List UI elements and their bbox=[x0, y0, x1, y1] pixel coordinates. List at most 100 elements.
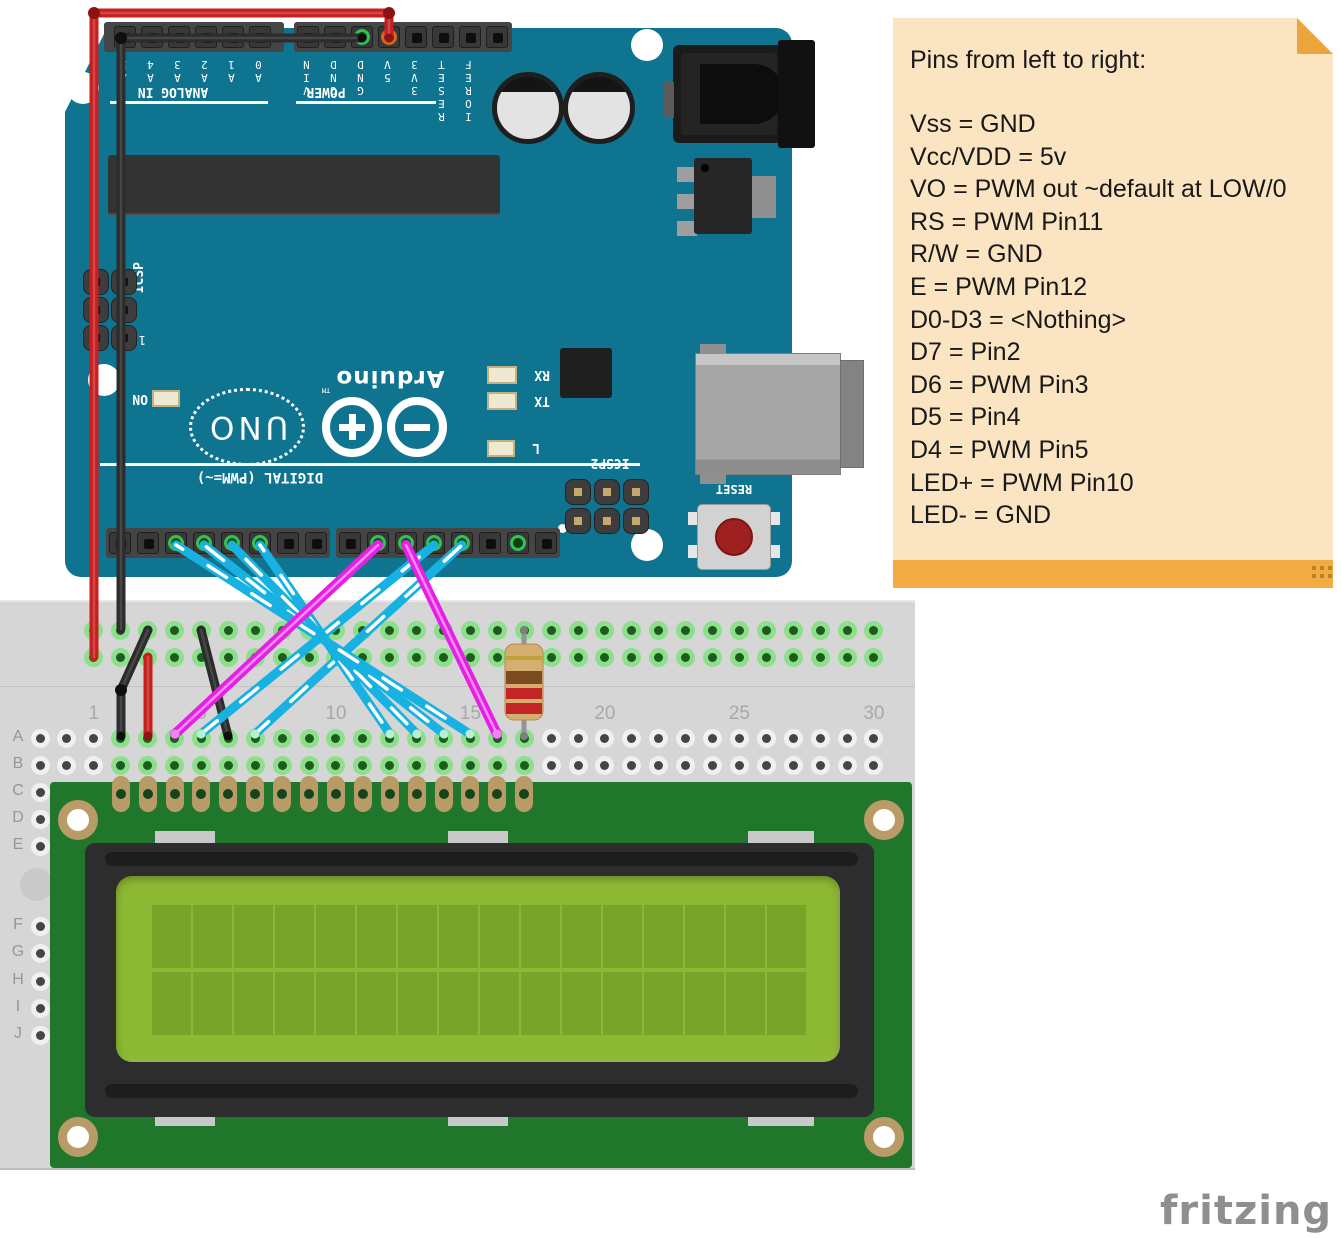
breadboard-hole[interactable] bbox=[111, 755, 131, 775]
header-pin[interactable] bbox=[405, 26, 427, 48]
breadboard-hole[interactable] bbox=[84, 647, 104, 667]
icsp-pin[interactable] bbox=[594, 508, 620, 534]
breadboard-hole[interactable] bbox=[191, 755, 211, 775]
breadboard-hole[interactable] bbox=[30, 943, 50, 963]
breadboard-hole[interactable] bbox=[756, 620, 776, 640]
breadboard-hole[interactable] bbox=[487, 620, 507, 640]
breadboard-hole[interactable] bbox=[30, 836, 50, 856]
lcd-pin-pad[interactable] bbox=[192, 776, 211, 812]
breadboard-hole[interactable] bbox=[380, 728, 400, 748]
breadboard-hole[interactable] bbox=[864, 728, 884, 748]
breadboard-hole[interactable] bbox=[514, 728, 534, 748]
breadboard-hole[interactable] bbox=[622, 755, 642, 775]
breadboard-hole[interactable] bbox=[272, 647, 292, 667]
header-pin[interactable] bbox=[535, 532, 557, 554]
breadboard-hole[interactable] bbox=[299, 647, 319, 667]
icsp-pin[interactable] bbox=[623, 508, 649, 534]
breadboard-hole[interactable] bbox=[810, 620, 830, 640]
breadboard-hole[interactable] bbox=[30, 916, 50, 936]
breadboard-hole[interactable] bbox=[138, 647, 158, 667]
breadboard-hole[interactable] bbox=[729, 755, 749, 775]
breadboard-hole[interactable] bbox=[326, 728, 346, 748]
breadboard-hole[interactable] bbox=[541, 647, 561, 667]
breadboard-hole[interactable] bbox=[218, 620, 238, 640]
breadboard-hole[interactable] bbox=[837, 620, 857, 640]
usb-port[interactable] bbox=[695, 353, 841, 475]
lcd-pin-pad[interactable] bbox=[488, 776, 507, 812]
breadboard-hole[interactable] bbox=[30, 971, 50, 991]
breadboard-hole[interactable] bbox=[353, 647, 373, 667]
breadboard-hole[interactable] bbox=[57, 728, 77, 748]
breadboard-hole[interactable] bbox=[353, 620, 373, 640]
lcd-pin-pad[interactable] bbox=[300, 776, 318, 812]
header-pin[interactable] bbox=[351, 26, 373, 48]
header-pin[interactable] bbox=[324, 26, 346, 48]
breadboard-hole[interactable] bbox=[595, 755, 615, 775]
breadboard-hole[interactable] bbox=[649, 755, 669, 775]
breadboard-hole[interactable] bbox=[434, 620, 453, 640]
breadboard-hole[interactable] bbox=[326, 647, 346, 667]
breadboard-hole[interactable] bbox=[864, 755, 884, 775]
breadboard-hole[interactable] bbox=[272, 728, 292, 748]
breadboard-hole[interactable] bbox=[272, 620, 292, 640]
breadboard-hole[interactable] bbox=[434, 755, 453, 775]
reset-button-cap[interactable] bbox=[715, 518, 753, 556]
breadboard-hole[interactable] bbox=[245, 647, 265, 667]
header-pin[interactable] bbox=[109, 532, 131, 554]
breadboard-hole[interactable] bbox=[30, 1025, 50, 1045]
breadboard-hole[interactable] bbox=[783, 647, 803, 667]
lcd-pin-pad[interactable] bbox=[165, 776, 184, 812]
breadboard-hole[interactable] bbox=[756, 647, 776, 667]
icsp-pin[interactable] bbox=[111, 325, 137, 351]
header-pin[interactable] bbox=[195, 26, 217, 48]
breadboard-hole[interactable] bbox=[111, 620, 131, 640]
usb-interface-chip[interactable] bbox=[560, 348, 612, 398]
lcd-pin-pad[interactable] bbox=[353, 776, 372, 812]
breadboard-hole[interactable] bbox=[165, 647, 184, 667]
breadboard-hole[interactable] bbox=[245, 728, 265, 748]
breadboard-hole[interactable] bbox=[407, 728, 427, 748]
header-pin[interactable] bbox=[297, 26, 319, 48]
header-pin[interactable] bbox=[432, 26, 454, 48]
header-pin[interactable] bbox=[165, 532, 187, 554]
breadboard-hole[interactable] bbox=[676, 647, 696, 667]
breadboard-hole[interactable] bbox=[460, 755, 480, 775]
breadboard-hole[interactable] bbox=[138, 728, 158, 748]
header-pin[interactable] bbox=[378, 26, 400, 48]
breadboard-hole[interactable] bbox=[837, 647, 857, 667]
header-pin[interactable] bbox=[221, 532, 243, 554]
breadboard-hole[interactable] bbox=[191, 620, 211, 640]
breadboard-hole[interactable] bbox=[568, 728, 588, 748]
breadboard-hole[interactable] bbox=[541, 755, 561, 775]
icsp-pin[interactable] bbox=[594, 479, 620, 505]
breadboard-hole[interactable] bbox=[649, 728, 669, 748]
breadboard-hole[interactable] bbox=[676, 728, 696, 748]
breadboard-hole[interactable] bbox=[676, 620, 696, 640]
breadboard-hole[interactable] bbox=[272, 755, 292, 775]
breadboard-hole[interactable] bbox=[783, 620, 803, 640]
breadboard-hole[interactable] bbox=[407, 647, 427, 667]
sticky-note[interactable] bbox=[893, 18, 1333, 588]
breadboard-hole[interactable] bbox=[487, 728, 507, 748]
lcd-pin-pad[interactable] bbox=[111, 776, 130, 812]
breadboard-hole[interactable] bbox=[622, 620, 642, 640]
breadboard-hole[interactable] bbox=[568, 647, 588, 667]
header-pin[interactable] bbox=[459, 26, 481, 48]
breadboard-hole[interactable] bbox=[84, 728, 104, 748]
breadboard-hole[interactable] bbox=[434, 647, 453, 667]
breadboard-hole[interactable] bbox=[84, 620, 104, 640]
breadboard-hole[interactable] bbox=[810, 728, 830, 748]
lcd-pin-pad[interactable] bbox=[515, 776, 534, 812]
breadboard-hole[interactable] bbox=[783, 728, 803, 748]
icsp-pin[interactable] bbox=[565, 508, 591, 534]
lcd-pin-pad[interactable] bbox=[138, 776, 157, 812]
icsp-pin[interactable] bbox=[83, 325, 109, 351]
capacitor[interactable] bbox=[563, 72, 635, 144]
header-pin[interactable] bbox=[114, 26, 136, 48]
breadboard-hole[interactable] bbox=[568, 755, 588, 775]
breadboard-hole[interactable] bbox=[326, 755, 346, 775]
breadboard-hole[interactable] bbox=[514, 755, 534, 775]
breadboard-hole[interactable] bbox=[84, 755, 104, 775]
breadboard-hole[interactable] bbox=[218, 647, 238, 667]
breadboard-hole[interactable] bbox=[245, 755, 265, 775]
